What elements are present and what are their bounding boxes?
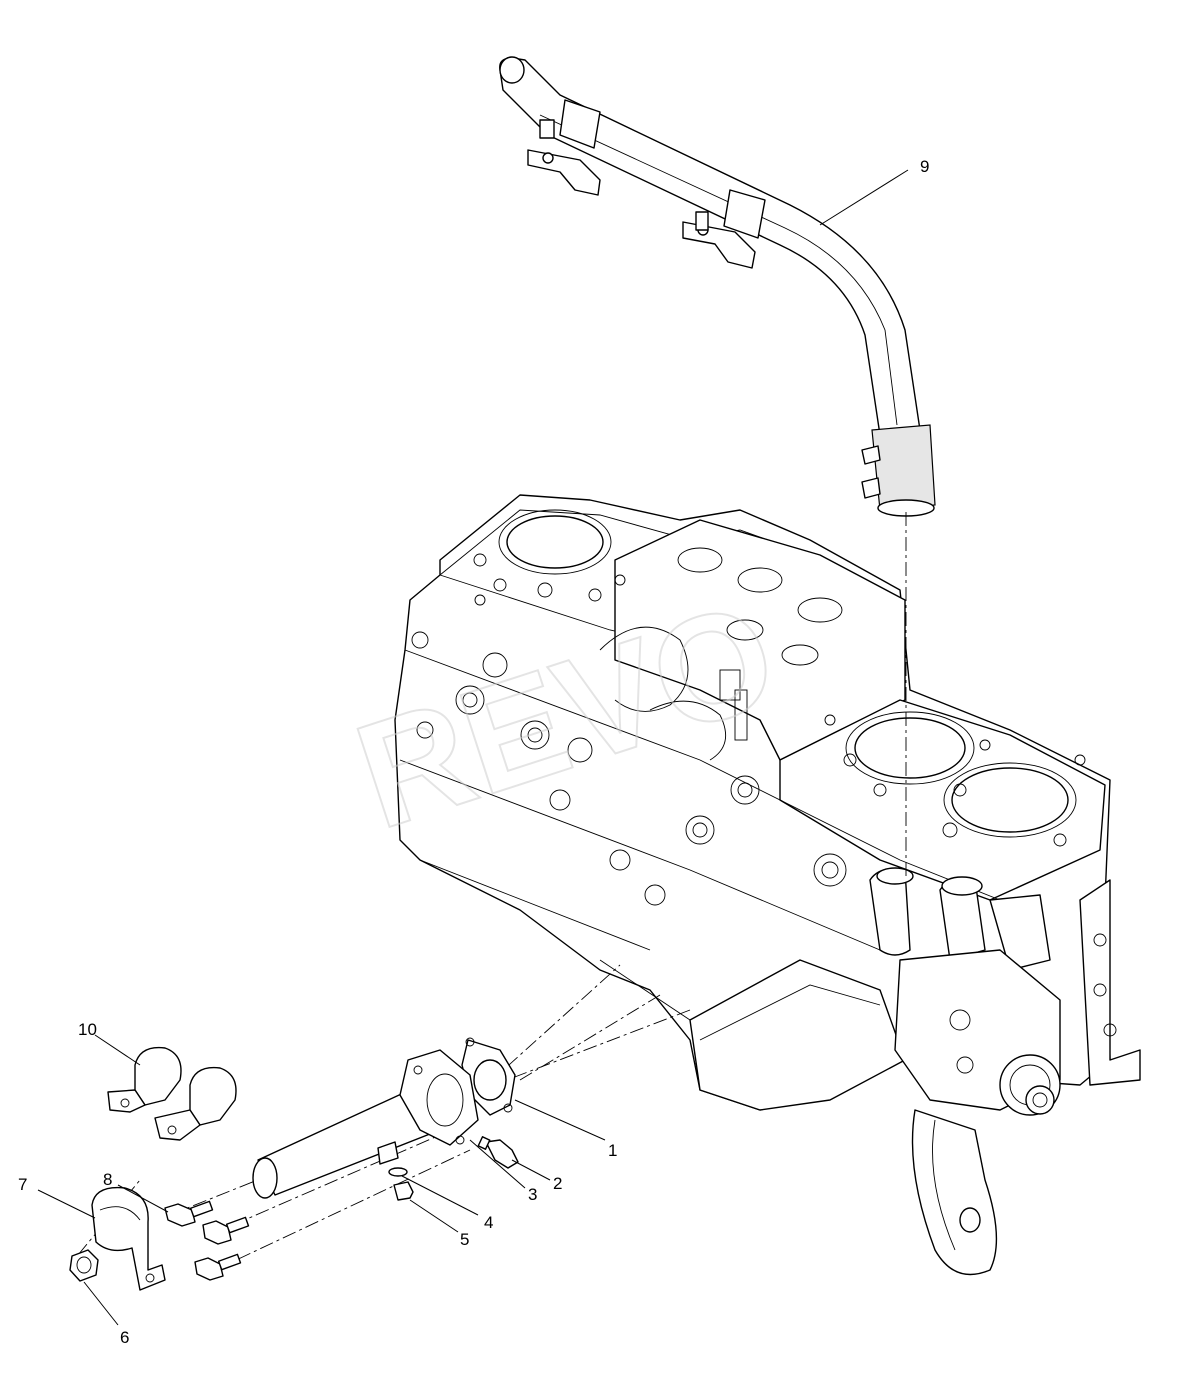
clamps-part-10 bbox=[107, 1046, 237, 1141]
engine-block bbox=[394, 494, 1141, 1276]
callout-2: 2 bbox=[553, 1174, 562, 1193]
callout-6: 6 bbox=[120, 1328, 129, 1347]
callout-1: 1 bbox=[608, 1141, 617, 1160]
callout-7: 7 bbox=[18, 1175, 27, 1194]
leader-lines bbox=[37, 169, 909, 1326]
bolts-part-8 bbox=[164, 1200, 250, 1281]
callout-8: 8 bbox=[103, 1170, 112, 1189]
clamp-part-7 bbox=[91, 1186, 166, 1291]
pipe-part-9 bbox=[499, 56, 936, 517]
oring-part-4 bbox=[388, 1167, 408, 1177]
callout-5: 5 bbox=[460, 1230, 469, 1249]
callout-3: 3 bbox=[528, 1185, 537, 1204]
callout-9: 9 bbox=[920, 157, 929, 176]
sensor-part-2 bbox=[477, 1136, 519, 1169]
callout-10: 10 bbox=[78, 1020, 97, 1039]
callouts: 1 2 3 4 5 6 7 8 9 10 bbox=[18, 157, 929, 1347]
nut-part-6 bbox=[69, 1249, 99, 1282]
plug-part-5 bbox=[393, 1181, 414, 1201]
inlet-pipe-part-3 bbox=[252, 1049, 479, 1199]
callout-4: 4 bbox=[484, 1213, 493, 1232]
